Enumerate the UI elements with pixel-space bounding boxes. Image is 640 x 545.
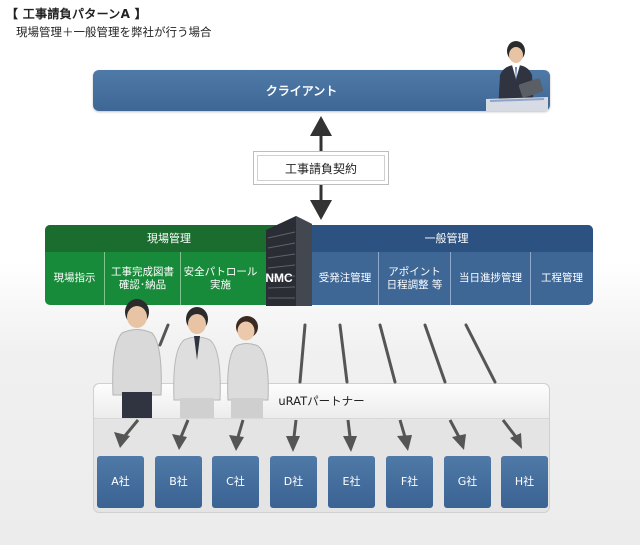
pattern-title: 【 工事請負パターンA 】 xyxy=(6,7,147,21)
partner-company-c: C社 xyxy=(212,456,259,508)
genba-item: 現場指示 xyxy=(53,272,96,284)
partner-company-g: G社 xyxy=(444,456,491,508)
partner-company-d: D社 xyxy=(270,456,317,508)
genba-panel: 現場管理 現場指示 工事完成図書 確認･納品 安全パトロール 実施 xyxy=(45,225,293,305)
partner-company-h: H社 xyxy=(501,456,548,508)
partner-company-b: B社 xyxy=(155,456,202,508)
nmc-building-icon: NMC xyxy=(265,216,312,306)
client-label: クライアント xyxy=(265,84,338,98)
client-person-image xyxy=(486,41,548,111)
ippan-heading: 一般管理 xyxy=(300,225,593,252)
contract-label: 工事請負契約 xyxy=(257,155,385,181)
ippan-item: 受発注管理 xyxy=(318,272,372,284)
partner-company-e: E社 xyxy=(328,456,375,508)
partners-heading: uRATパートナー xyxy=(94,384,549,419)
ippan-item: 当日進捗管理 xyxy=(450,252,530,305)
pattern-subtitle: 現場管理＋一般管理を弊社が行う場合 xyxy=(16,25,212,39)
partner-company-a: A社 xyxy=(97,456,144,508)
ippan-panel: 一般管理 受発注管理 アポイント 日程調整 等 当日進捗管理 工程管理 xyxy=(300,225,593,305)
genba-item: 工事完成図書 確認･納品 xyxy=(104,252,180,305)
ippan-item: 工程管理 xyxy=(530,252,593,305)
contract-box: 工事請負契約 xyxy=(253,151,389,185)
partner-company-f: F社 xyxy=(386,456,433,508)
company-label: NMC xyxy=(265,271,293,285)
client-bar: クライアント xyxy=(93,41,550,111)
genba-heading: 現場管理 xyxy=(45,225,293,252)
genba-item: 安全パトロール 実施 xyxy=(180,252,260,305)
ippan-item: アポイント 日程調整 等 xyxy=(378,252,450,305)
